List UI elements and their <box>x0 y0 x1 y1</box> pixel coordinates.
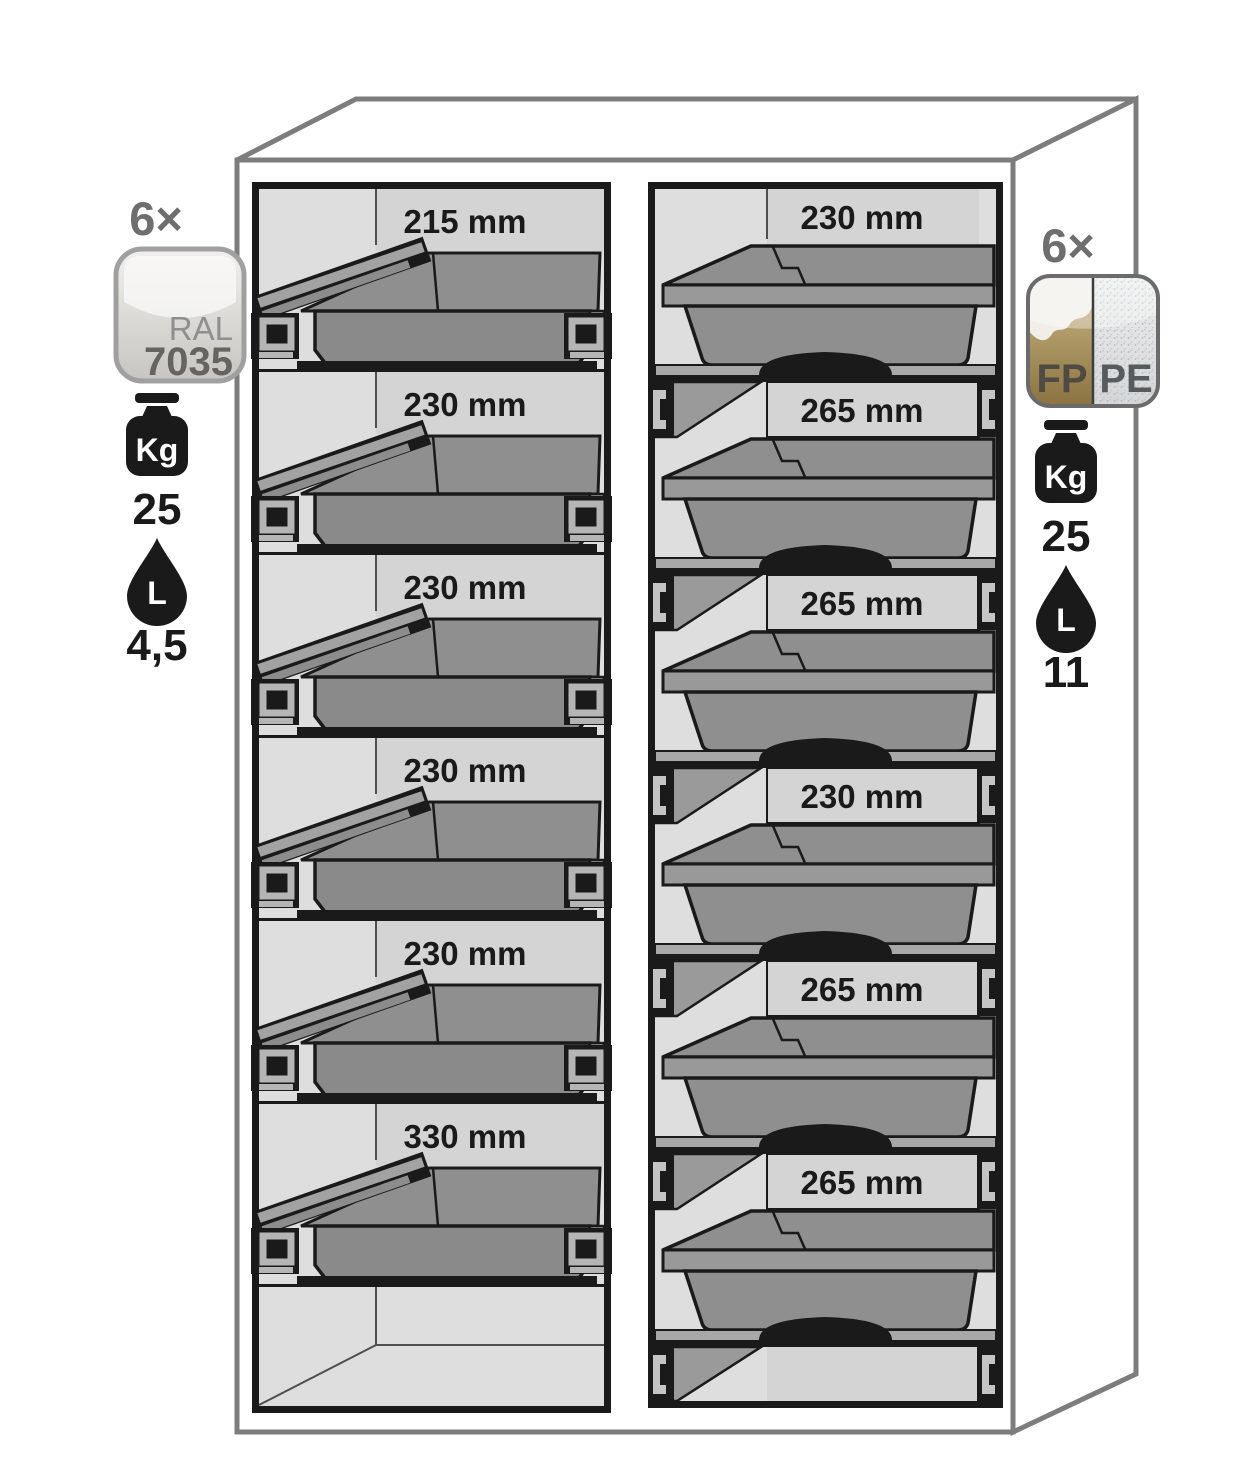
left-compartment-5: 230 mm <box>251 921 612 1104</box>
compartment-spacing-label: 230 mm <box>404 569 527 606</box>
compartment-spacing-label: 230 mm <box>801 778 924 815</box>
compartment-label-area <box>767 1347 979 1401</box>
compartment-label-area <box>766 767 980 824</box>
right-compartment-4: 230 mm <box>648 766 1003 963</box>
pullout-tray-icon <box>653 630 998 770</box>
count-label-right: 6× <box>1041 219 1095 272</box>
ral-badge-line2: 7035 <box>144 340 233 384</box>
ral-badge-line1: RAL <box>169 310 233 347</box>
max-weight-value-right: 25 <box>1042 512 1091 561</box>
liter-drop-icon: L <box>1036 565 1096 653</box>
kg-weight-icon: Kg <box>1035 420 1097 503</box>
left-compartment-2: 230 mm <box>251 372 612 555</box>
compartment-label-area <box>766 960 980 1017</box>
compartment-spacing-label: 265 mm <box>801 392 924 429</box>
rail-end-bracket <box>977 768 1003 823</box>
pullout-tray-icon <box>653 1209 998 1349</box>
right-annotation: 6× FP PE Kg 25 L 11 <box>1026 219 1160 697</box>
left-compartment-3: 230 mm <box>251 555 612 738</box>
kg-unit-label: Kg <box>1045 459 1088 495</box>
rail-end-bracket <box>648 1347 674 1402</box>
left-compartment-6: 330 mm <box>251 1104 612 1287</box>
rail-end-bracket <box>648 575 674 630</box>
pullout-tray-icon <box>653 1016 998 1156</box>
rail-end-bracket <box>977 1154 1003 1209</box>
compartment-spacing-label: 230 mm <box>404 386 527 423</box>
liter-drop-icon: L <box>127 538 187 626</box>
right-compartment-6: 265 mm <box>648 1152 1003 1349</box>
pullout-tray-icon <box>653 244 998 384</box>
compartment-spacing-label: 230 mm <box>404 752 527 789</box>
compartment-spacing-label: 230 mm <box>801 199 924 236</box>
pullout-tray-icon <box>653 823 998 963</box>
fp-pe-badge: FP PE <box>1026 274 1160 408</box>
ral-7035-badge: RAL 7035 <box>113 246 247 384</box>
compartment-label-area <box>767 189 979 244</box>
rail-end-bracket <box>977 1347 1003 1402</box>
rail-end-bracket <box>977 575 1003 630</box>
compartment-spacing-label: 215 mm <box>404 203 527 240</box>
kg-weight-icon: Kg <box>126 393 188 476</box>
liter-unit-label: L <box>1056 602 1076 638</box>
max-weight-value-left: 25 <box>133 485 182 534</box>
left-door-column: 215 mm 230 mm 230 mm 230 mm <box>251 182 612 1413</box>
pullout-tray-icon <box>653 437 998 577</box>
volume-value-left: 4,5 <box>126 621 187 670</box>
rail-end-bracket <box>648 768 674 823</box>
liter-unit-label: L <box>147 575 167 611</box>
count-label-left: 6× <box>129 192 183 245</box>
right-compartment-1: 230 mm <box>653 189 998 384</box>
compartment-spacing-label: 265 mm <box>801 585 924 622</box>
pe-label: PE <box>1099 357 1152 401</box>
cabinet-top-face <box>235 96 1138 163</box>
right-compartment-2: 265 mm <box>648 380 1003 577</box>
compartment-spacing-label: 330 mm <box>404 1118 527 1155</box>
rail-end-bracket <box>648 1154 674 1209</box>
rail-end-bracket <box>648 382 674 437</box>
left-compartment-1: 215 mm <box>251 189 612 372</box>
right-door-column: 230 mm 265 mm 265 mm 230 mm <box>648 182 1003 1408</box>
left-compartment-4: 230 mm <box>251 738 612 921</box>
compartment-label-area <box>766 1153 980 1210</box>
rail-end-bracket <box>648 961 674 1016</box>
compartment-spacing-label: 265 mm <box>801 1164 924 1201</box>
right-column-bottom-stub <box>648 1345 1003 1403</box>
volume-value-right: 11 <box>1043 648 1090 697</box>
compartment-spacing-label: 230 mm <box>404 935 527 972</box>
left-annotation: 6× RAL 7035 Kg 25 L 4,5 <box>113 192 247 670</box>
fp-label: FP <box>1036 357 1087 401</box>
kg-unit-label: Kg <box>136 432 179 468</box>
rail-end-bracket <box>977 382 1003 437</box>
right-compartment-5: 265 mm <box>648 959 1003 1156</box>
compartment-spacing-label: 265 mm <box>801 971 924 1008</box>
right-compartment-3: 265 mm <box>648 573 1003 770</box>
rail-end-bracket <box>977 961 1003 1016</box>
left-column-floor <box>258 1287 604 1406</box>
compartment-label-area <box>766 574 980 631</box>
